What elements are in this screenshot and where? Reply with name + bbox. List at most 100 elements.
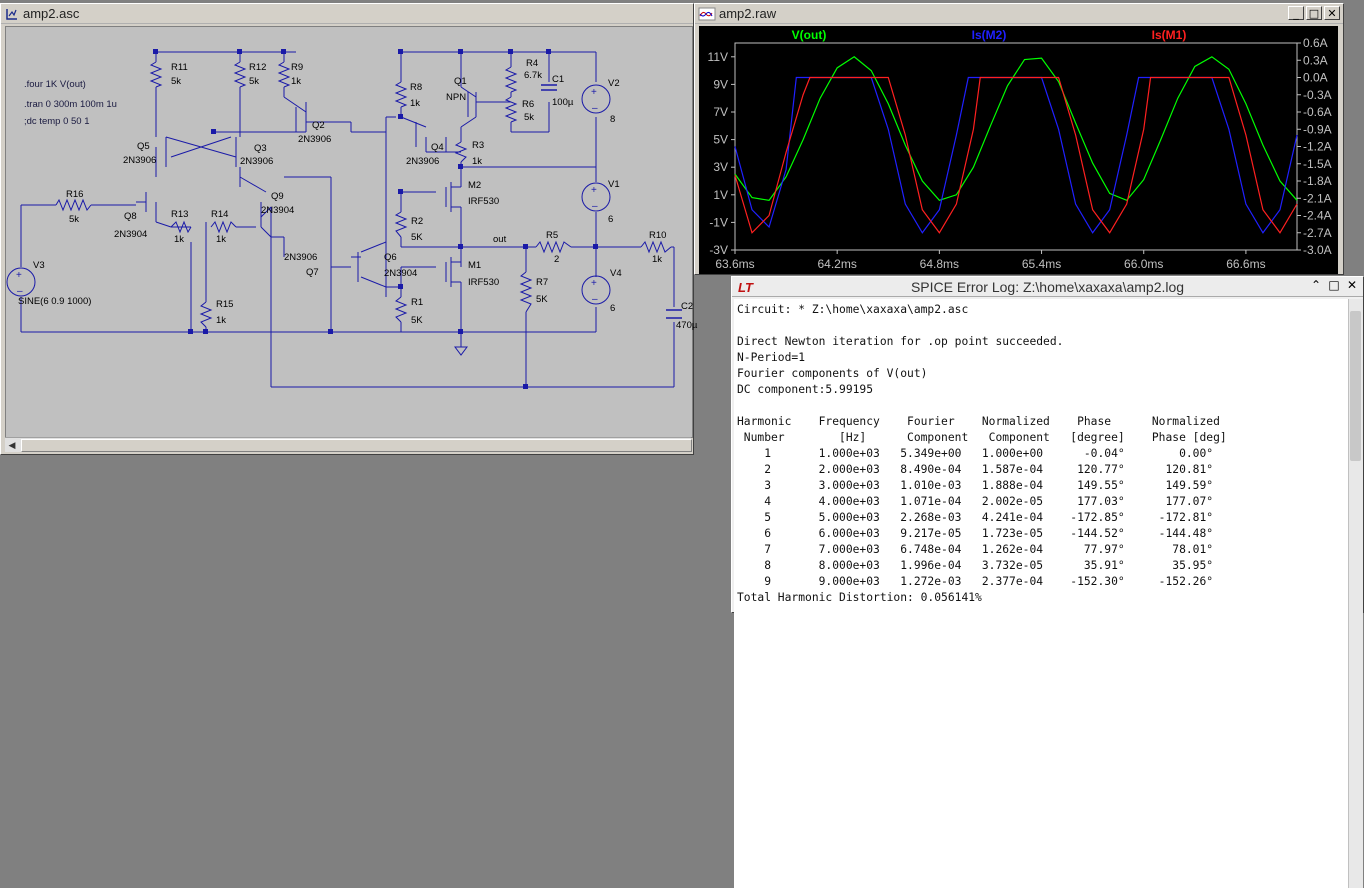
label-v4-val: 6 <box>610 303 615 314</box>
log-window-title: SPICE Error Log: Z:\home\xaxaxa\amp2.log <box>910 278 1185 295</box>
label-v2: V2 <box>608 78 620 89</box>
log-line: 6 6.000e+03 9.217e-05 1.723e-05 -144.52°… <box>737 527 1214 540</box>
y-left-tick-label: -3V <box>709 243 728 257</box>
y-right-tick-label: -0.6A <box>1303 105 1332 119</box>
svg-text:–: – <box>592 201 598 212</box>
maximize-button[interactable]: □ <box>1306 6 1322 20</box>
log-line: 7 7.000e+03 6.748e-04 1.262e-04 77.97° 7… <box>737 543 1214 556</box>
label-r8: R8 <box>410 82 422 93</box>
x-tick-label: 66.0ms <box>1124 257 1163 271</box>
label-r2-val: 5K <box>411 232 423 243</box>
label-r11: R11 <box>171 62 188 73</box>
schematic-canvas[interactable]: + – + – + – + – <box>5 26 698 438</box>
log-line: 4 4.000e+03 1.071e-04 2.002e-05 177.03° … <box>737 495 1214 508</box>
series-line-0 <box>734 56 1298 202</box>
restore-up-button[interactable]: ⌃ <box>1310 278 1322 292</box>
x-tick-label: 65.4ms <box>1022 257 1061 271</box>
label-q6-type1: 2N3906 <box>284 252 317 263</box>
svg-text:–: – <box>17 286 23 297</box>
label-r9: R9 <box>291 62 303 73</box>
label-r6: R6 <box>522 99 534 110</box>
log-line: Harmonic Frequency Fourier Normalized Ph… <box>737 415 1220 428</box>
log-window[interactable]: LT SPICE Error Log: Z:\home\xaxaxa\amp2.… <box>731 276 1364 888</box>
close-button[interactable]: ✕ <box>1346 278 1358 292</box>
log-text-area[interactable]: Circuit: * Z:\home\xaxaxa\amp2.asc Direc… <box>734 299 1353 888</box>
label-r15-val: 1k <box>216 315 226 326</box>
label-out: out <box>493 234 507 245</box>
label-r10: R10 <box>649 230 666 241</box>
log-line: 1 1.000e+03 5.349e+00 1.000e+00 -0.04° 0… <box>737 447 1214 460</box>
directive-four: .four 1K V(out) <box>24 79 86 90</box>
ltspice-logo-icon: LT <box>738 280 754 295</box>
directive-tran: .tran 0 300m 100m 1u <box>24 99 117 110</box>
label-r12-val: 5k <box>249 76 259 87</box>
minimize-button[interactable]: _ <box>1288 6 1304 20</box>
label-v2-val: 8 <box>610 114 615 125</box>
log-line: N-Period=1 <box>737 351 806 364</box>
label-q1-type: NPN <box>446 92 466 103</box>
log-line <box>737 398 1227 414</box>
log-line: Fourier components of V(out) <box>737 367 928 380</box>
label-m1: M1 <box>468 260 481 271</box>
svg-text:+: + <box>591 87 597 98</box>
scroll-left-icon[interactable]: ◀ <box>8 440 16 450</box>
scroll-thumb[interactable] <box>21 439 692 452</box>
schematic-drawing[interactable]: + – + – + – + – <box>6 27 698 437</box>
label-r13-val: 1k <box>174 234 184 245</box>
label-r16-val: 5k <box>69 214 79 225</box>
y-left-tick-label: 3V <box>713 160 728 174</box>
label-m1-type: IRF530 <box>468 277 499 288</box>
label-q2-type: 2N3906 <box>298 134 331 145</box>
log-line: Total Harmonic Distortion: 0.056141% <box>737 591 982 604</box>
log-titlebar[interactable]: LT SPICE Error Log: Z:\home\xaxaxa\amp2.… <box>732 277 1363 297</box>
label-r10-val: 1k <box>652 254 662 265</box>
y-right-tick-label: -2.4A <box>1303 209 1332 223</box>
waveform-chart[interactable]: 11V9V7V5V3V1V-1V-3V0.6A0.3A0.0A-0.3A-0.6… <box>699 26 1338 274</box>
log-scroll-thumb[interactable] <box>1350 311 1361 461</box>
schematic-window[interactable]: amp2.asc <box>0 3 698 455</box>
y-right-tick-label: 0.0A <box>1303 71 1328 85</box>
label-q6: Q6 <box>384 252 397 263</box>
log-line: 9 9.000e+03 1.272e-03 2.377e-04 -152.30°… <box>737 575 1214 588</box>
waveform-window-title: amp2.raw <box>719 6 777 21</box>
schematic-hscrollbar[interactable]: ◀ <box>5 437 692 452</box>
label-r13: R13 <box>171 209 188 220</box>
label-q4-type: 2N3906 <box>406 156 439 167</box>
label-q8: Q8 <box>124 211 137 222</box>
directive-dc: ;dc temp 0 50 1 <box>24 116 89 127</box>
label-q2: Q2 <box>312 120 325 131</box>
label-r2: R2 <box>411 216 423 227</box>
label-m2-type: IRF530 <box>468 196 499 207</box>
svg-text:–: – <box>592 103 598 114</box>
svg-text:+: + <box>16 270 22 281</box>
schematic-titlebar[interactable]: amp2.asc <box>1 4 693 24</box>
label-r5: R5 <box>546 230 558 241</box>
label-q5-type: 2N3906 <box>123 155 156 166</box>
label-q9-type: 2N3904 <box>261 205 294 216</box>
label-m2: M2 <box>468 180 481 191</box>
x-tick-label: 64.2ms <box>818 257 857 271</box>
y-left-tick-label: 9V <box>713 77 728 91</box>
waveform-titlebar[interactable]: amp2.raw _ □ ✕ <box>695 4 1343 24</box>
label-v1-val: 6 <box>608 214 613 225</box>
label-q9: Q9 <box>271 191 284 202</box>
log-vscrollbar[interactable] <box>1348 299 1363 888</box>
y-left-tick-label: 11V <box>708 50 728 64</box>
log-content: Circuit: * Z:\home\xaxaxa\amp2.asc Direc… <box>737 302 1227 606</box>
label-r6-val: 5k <box>524 112 534 123</box>
label-q3: Q3 <box>254 143 267 154</box>
log-line: Circuit: * Z:\home\xaxaxa\amp2.asc <box>737 303 969 316</box>
svg-text:LT: LT <box>738 280 754 295</box>
maximize-button[interactable]: □ <box>1328 278 1340 292</box>
y-right-tick-label: -1.8A <box>1303 174 1332 188</box>
y-right-tick-label: -0.3A <box>1303 88 1332 102</box>
close-button[interactable]: ✕ <box>1324 6 1340 20</box>
label-q6-type2: 2N3904 <box>384 268 417 279</box>
label-r14-val: 1k <box>216 234 226 245</box>
label-c2: C2 <box>681 301 693 312</box>
label-q1: Q1 <box>454 76 467 87</box>
label-q8-type: 2N3904 <box>114 229 147 240</box>
y-left-tick-label: 1V <box>713 188 728 202</box>
